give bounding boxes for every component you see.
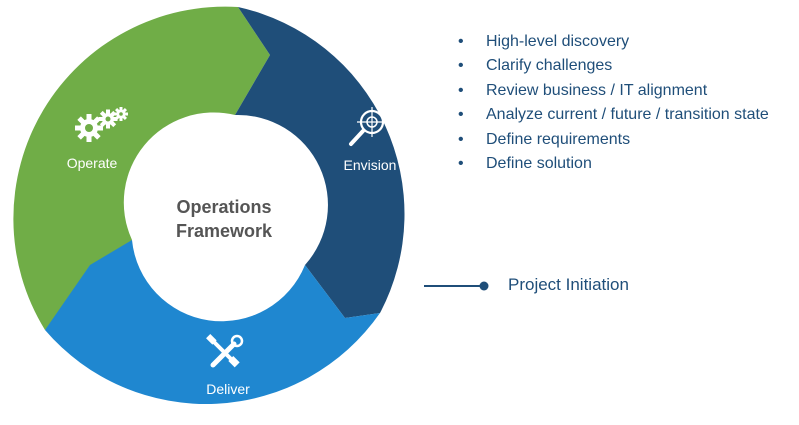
deliver-segment [45,240,380,404]
bullet-text: Review business / IT alignment [486,81,708,99]
bullet-marker: • [458,106,464,124]
list-item: • Analyze current / future / transition s… [458,103,769,127]
project-initiation-dot [479,281,489,291]
list-item: • Define solution [458,152,769,176]
list-item: • High-level discovery [458,30,769,54]
bullet-marker: • [458,81,464,99]
center-title-line2: Framework [176,221,273,241]
operate-label: Operate [67,155,118,171]
gears-icon [75,107,128,142]
list-item: • Define requirements [458,128,769,152]
bullet-text: Analyze current / future / transition st… [486,106,769,124]
bullet-marker: • [458,154,464,172]
list-item: • Review business / IT alignment [458,79,769,103]
center-title-line1: Operations [176,197,271,217]
magnifier-target-icon [349,107,387,146]
wrench-screwdriver-icon [206,334,244,368]
bullet-text: Define requirements [486,130,631,148]
envision-segment [235,7,405,318]
center-circle [132,127,310,305]
list-item: • Clarify challenges [458,54,769,78]
envision-label: Envision [344,157,397,173]
deliver-label: Deliver [206,381,250,397]
bullet-text: Clarify challenges [486,57,613,75]
bullet-text: Define solution [486,154,592,172]
project-initiation-label: Project Initiation [508,275,629,294]
operate-segment [13,6,271,331]
bullet-marker: • [458,57,464,75]
bullet-marker: • [458,130,464,148]
discovery-bullet-list: • High-level discovery • Clarify challenge… [458,30,769,176]
bullet-text: High-level discovery [486,33,630,50]
bullet-marker: • [458,33,464,50]
